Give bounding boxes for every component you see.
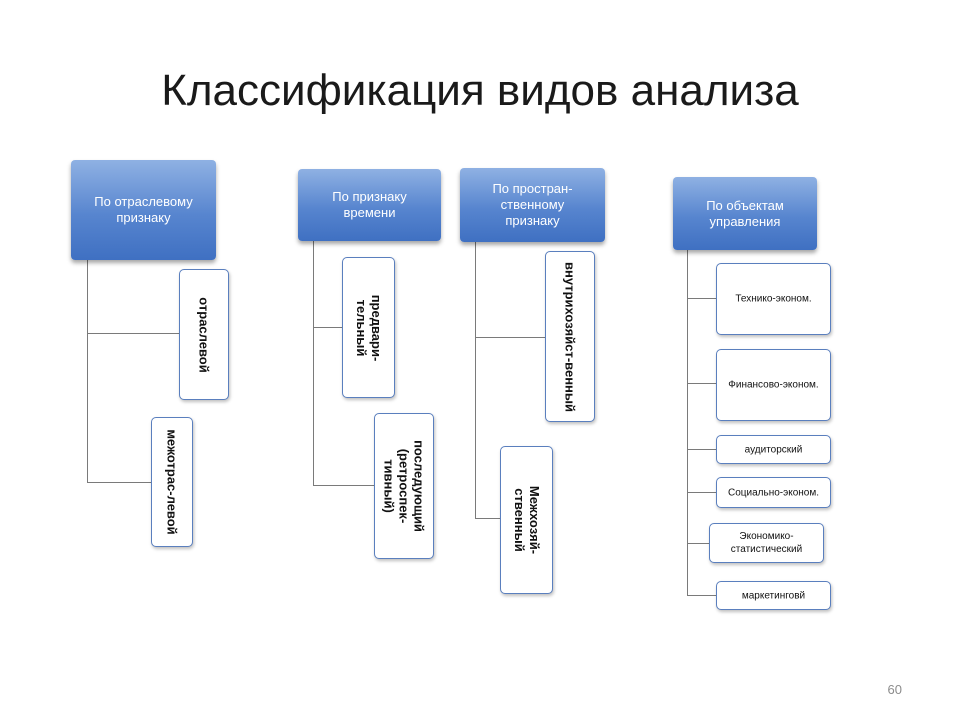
- leaf-label: Экономико- статистический: [730, 531, 803, 555]
- leaf-label: Социально-эконом.: [727, 487, 819, 498]
- leaf-box-social-economic: Социально-эконом.: [716, 477, 831, 508]
- group-header-spatial: По простран- ственному признаку: [460, 168, 605, 242]
- leaf-label: аудиторский: [744, 444, 803, 455]
- leaf-label: последующий (ретроспек- тивный): [381, 440, 427, 532]
- connector-line: [687, 492, 716, 493]
- leaf-label: межотрас-левой: [164, 429, 180, 535]
- leaf-box-subsequent: последующий (ретроспек- тивный): [374, 413, 434, 559]
- connector-line: [87, 482, 151, 483]
- leaf-box-audit: аудиторский: [716, 435, 831, 464]
- connector-line: [687, 449, 716, 450]
- leaf-box-intra-enterprise: внутрихозяйст-венный: [545, 251, 595, 422]
- leaf-box-technical-economic: Технико-эконом.: [716, 263, 831, 335]
- leaf-label: Финансово-эконом.: [728, 379, 819, 391]
- connector-line: [313, 327, 342, 328]
- connector-line: [87, 260, 88, 483]
- leaf-box-industry: отраслевой: [179, 269, 229, 400]
- connector-line: [687, 595, 716, 596]
- connector-line: [687, 543, 709, 544]
- connector-line: [687, 383, 716, 384]
- leaf-label: Технико-эконом.: [735, 293, 812, 305]
- page-number: 60: [887, 682, 902, 697]
- leaf-box-cross-industry: межотрас-левой: [151, 417, 193, 547]
- leaf-label: отраслевой: [196, 296, 212, 373]
- group-header-label: По простран- ственному признаку: [492, 181, 573, 228]
- leaf-box-preliminary: предвари- тельный: [342, 257, 395, 398]
- connector-line: [313, 485, 374, 486]
- connector-line: [475, 518, 500, 519]
- group-header-label: По отраслевому признаку: [94, 194, 193, 225]
- slide-title: Классификация видов анализа: [161, 66, 799, 115]
- group-header-time: По признаку времени: [298, 169, 441, 241]
- connector-line: [313, 241, 314, 486]
- group-header-label: По признаку времени: [332, 189, 407, 220]
- leaf-box-financial-economic: Финансово-эконом.: [716, 349, 831, 421]
- connector-line: [687, 250, 688, 596]
- group-header-industry: По отраслевому признаку: [71, 160, 216, 260]
- leaf-box-economic-statistical: Экономико- статистический: [709, 523, 824, 563]
- group-header-objects: По объектам управления: [673, 177, 817, 250]
- group-header-label: По объектам управления: [706, 197, 784, 229]
- connector-line: [687, 298, 716, 299]
- leaf-box-inter-enterprise: Межхозяй- ственный: [500, 446, 553, 594]
- leaf-label: маркетинговй: [741, 590, 806, 601]
- connector-line: [87, 333, 179, 334]
- leaf-box-marketing: маркетинговй: [716, 581, 831, 610]
- connector-line: [475, 337, 545, 338]
- leaf-label: Межхозяй- ственный: [511, 485, 542, 555]
- connector-line: [475, 242, 476, 519]
- leaf-label: внутрихозяйст-венный: [562, 261, 578, 412]
- leaf-label: предвари- тельный: [353, 294, 384, 361]
